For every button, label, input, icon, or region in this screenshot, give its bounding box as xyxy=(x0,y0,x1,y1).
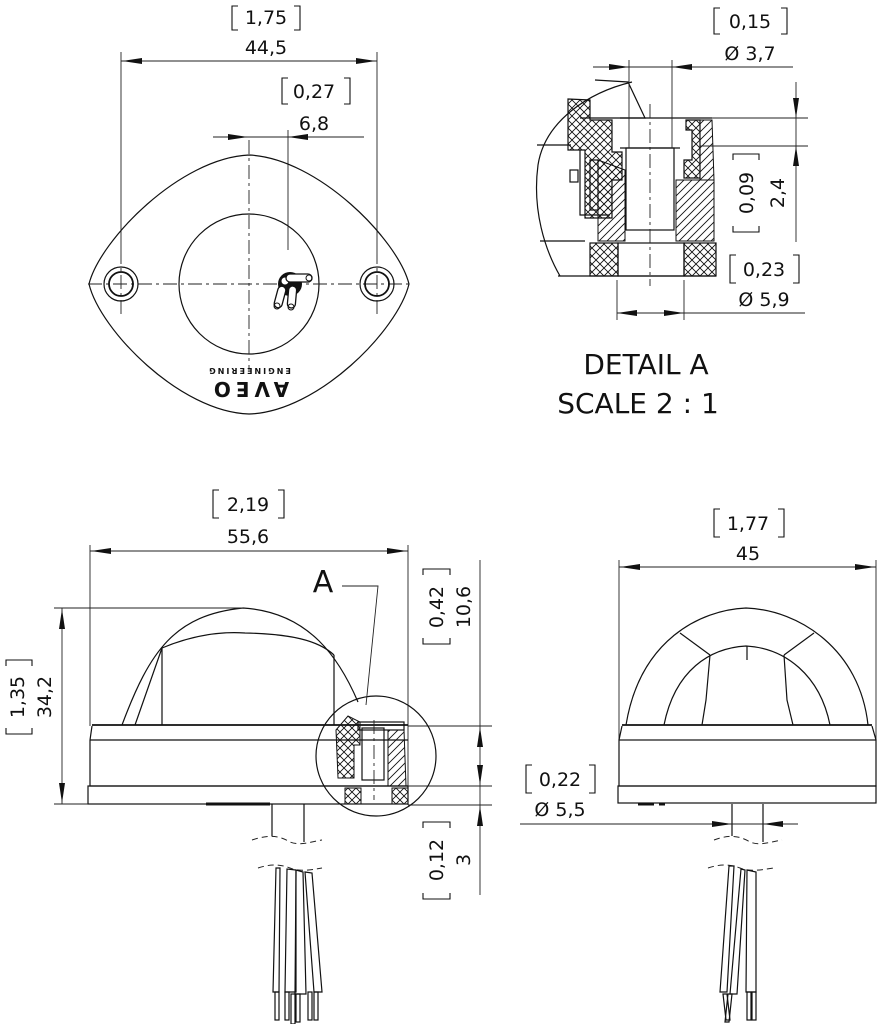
dim-side-width: 2,19 55,6 xyxy=(89,489,409,805)
dim-front-width-mm: 45 xyxy=(736,543,760,565)
detail-a-callout: A xyxy=(313,565,437,817)
dim-base-height: 0,42 10,6 0,12 3 xyxy=(408,560,492,900)
detail-title: DETAIL A xyxy=(583,348,708,381)
dim-flange-height-mm: 3 xyxy=(453,854,475,866)
top-view: 1,75 44,5 0,27 6,8 xyxy=(88,5,412,415)
dim-side-height-inch: 1,35 xyxy=(7,676,29,718)
dim-detail-hole-inch: 0,15 xyxy=(729,11,771,33)
detail-a-view: 0,15 Ø 3,7 0,09 2,4 0,23 Ø 5,9 xyxy=(535,7,808,420)
side-view: 2,19 55,6 xyxy=(5,489,492,1024)
dim-side-height: 1,35 34,2 xyxy=(5,607,243,805)
dim-top-width-inch: 1,75 xyxy=(245,7,287,29)
front-view: 1,77 45 xyxy=(520,508,877,1023)
dim-cable-diameter: 0,22 Ø 5,5 xyxy=(520,764,798,827)
dim-detail-base-inch: 0,23 xyxy=(743,259,785,281)
dim-detail-depth-inch: 0,09 xyxy=(736,172,758,214)
logo-tagline: ENGINEERING xyxy=(207,366,291,375)
mounting-hole-left xyxy=(103,266,139,302)
detail-scale: SCALE 2 : 1 xyxy=(557,387,719,420)
dim-detail-hole: 0,15 Ø 3,7 xyxy=(593,7,793,148)
dim-detail-base-mm: Ø 5,9 xyxy=(738,289,789,311)
dim-side-width-mm: 55,6 xyxy=(227,526,269,548)
dim-flange-height-inch: 0,12 xyxy=(426,839,448,881)
mounting-hole-right xyxy=(359,266,395,302)
cable-wires-front xyxy=(719,865,757,1023)
dim-base-height-mm: 10,6 xyxy=(453,586,475,628)
dim-connector-offset: 0,27 6,8 xyxy=(213,77,364,250)
dim-connector-offset-inch: 0,27 xyxy=(293,81,335,103)
logo-brand: AVEO xyxy=(209,377,289,401)
dim-top-width-mm: 44,5 xyxy=(245,37,287,59)
dim-detail-base: 0,23 Ø 5,9 xyxy=(616,254,805,320)
dim-cable-diameter-mm: Ø 5,5 xyxy=(534,799,585,821)
dim-front-width: 1,77 45 xyxy=(618,508,877,740)
dim-detail-hole-mm: Ø 3,7 xyxy=(724,43,775,65)
dim-detail-depth-mm: 2,4 xyxy=(767,178,789,208)
dim-top-width: 1,75 44,5 xyxy=(120,5,378,250)
dim-side-height-mm: 34,2 xyxy=(34,676,56,718)
connector-icon xyxy=(273,272,313,311)
dim-side-width-inch: 2,19 xyxy=(227,494,269,516)
brand-logo: AVEO ENGINEERING xyxy=(207,366,291,401)
cable-wires-side xyxy=(272,867,323,1024)
dim-front-width-inch: 1,77 xyxy=(727,513,769,535)
dim-detail-depth: 0,09 2,4 xyxy=(700,82,808,242)
dim-connector-offset-mm: 6,8 xyxy=(299,113,329,135)
dim-base-height-inch: 0,42 xyxy=(426,586,448,628)
dim-cable-diameter-inch: 0,22 xyxy=(539,769,581,791)
detail-marker-label: A xyxy=(313,565,334,600)
